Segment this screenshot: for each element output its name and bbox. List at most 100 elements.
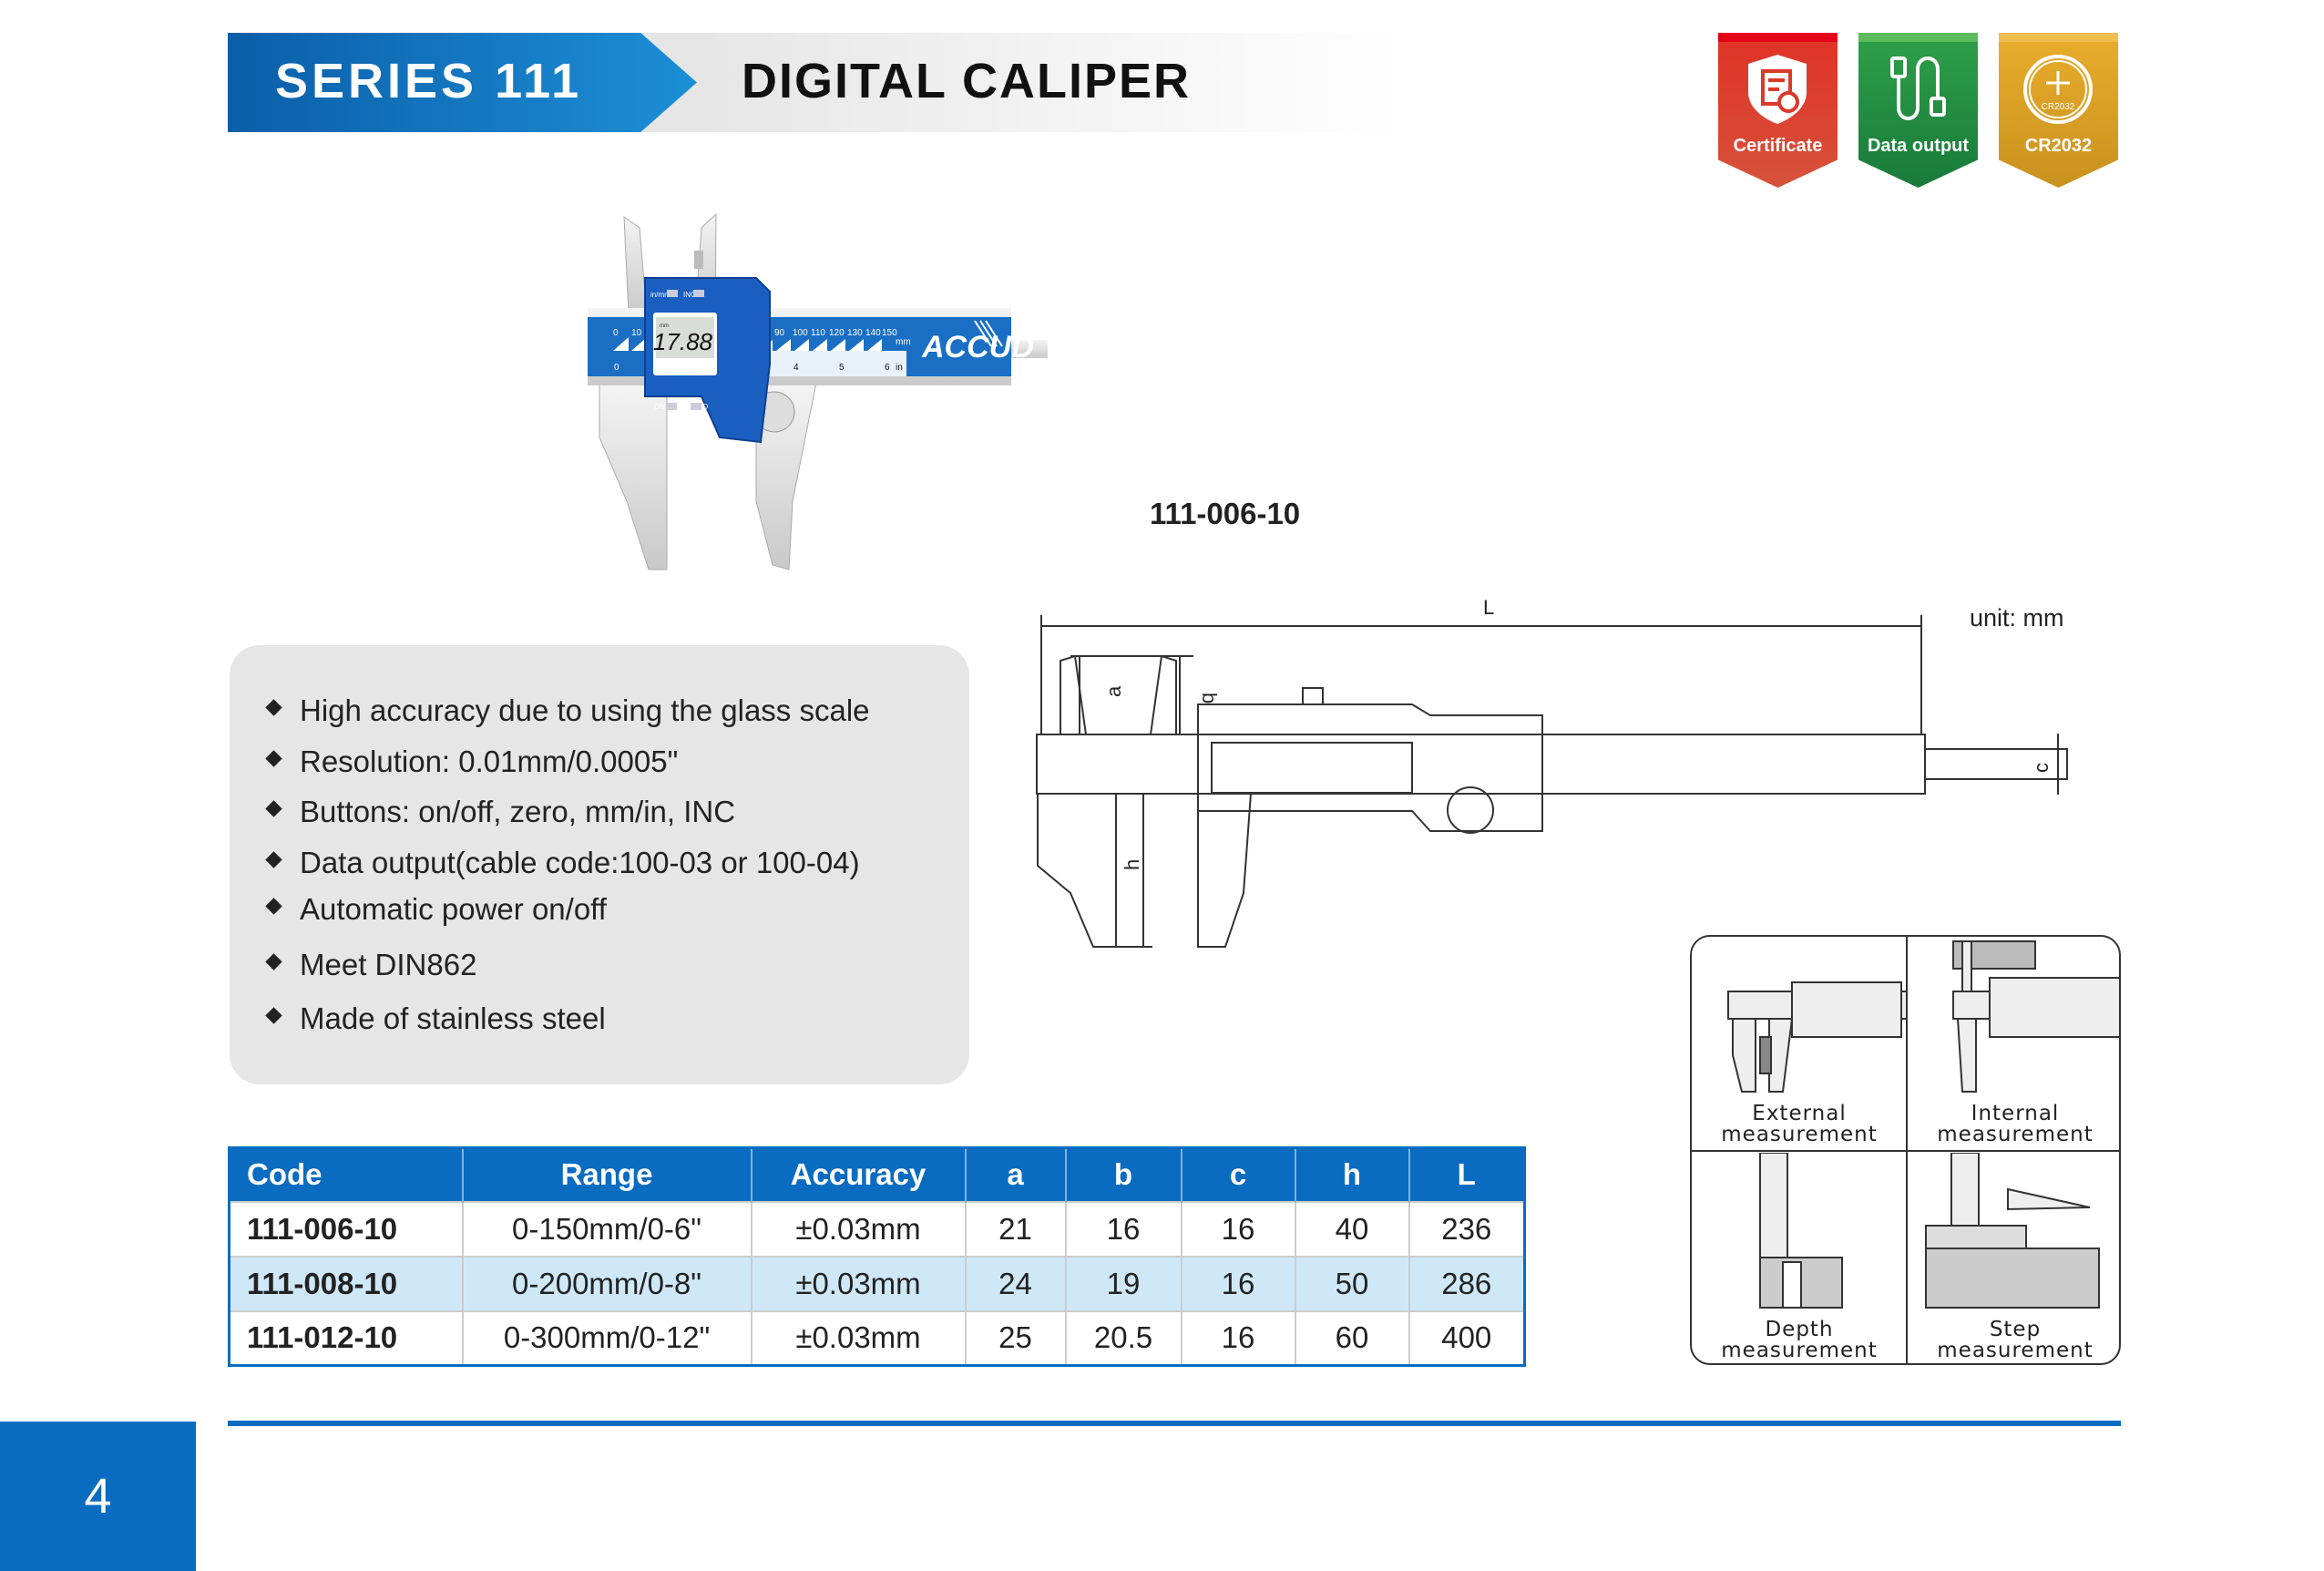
lcd-screen: [656, 317, 714, 358]
column-header: h: [1295, 1147, 1410, 1202]
column-header: c: [1181, 1147, 1296, 1202]
inch-scale-label: 0: [614, 363, 619, 373]
lcd-unit: mm: [660, 323, 669, 329]
badge-cr2032: CR2032 CR2032: [1999, 33, 2118, 188]
bullet-icon: [265, 699, 282, 716]
usb-cable-icon: [1890, 56, 1946, 120]
coin-battery-icon: CR2032: [2023, 55, 2093, 124]
zero-button[interactable]: [691, 403, 701, 410]
beam-outline: [1036, 734, 1926, 795]
table-cell: 16: [1181, 1255, 1296, 1311]
dim-label-c: c: [2030, 763, 2053, 773]
spec-table: Code Range Accuracy a b c h L 111-006-10…: [228, 1146, 1526, 1367]
table-cell: 0-200mm/0-8": [462, 1255, 752, 1311]
inch-scale-label: 6: [885, 363, 890, 373]
feature-item: Buttons: on/off, zero, mm/in, INC: [265, 795, 736, 829]
feature-item: High accuracy due to using the glass sca…: [265, 693, 870, 728]
badge-label: Certificate: [1733, 136, 1823, 156]
series-banner: [228, 33, 697, 132]
table-cell: 0-150mm/0-6": [462, 1200, 752, 1257]
table-cell: ±0.03mm: [751, 1255, 967, 1311]
features-panel: High accuracy due to using the glass sca…: [230, 645, 969, 1084]
table-cell: 16: [1181, 1200, 1296, 1257]
column-header: L: [1408, 1147, 1526, 1202]
feature-item: Resolution: 0.01mm/0.0005": [265, 744, 678, 779]
caption-line: Internal: [1971, 1102, 2060, 1125]
table-cell: 60: [1295, 1309, 1410, 1366]
unit-label: unit: mm: [1970, 604, 2064, 631]
table-cell: 111-012-10: [229, 1309, 464, 1366]
thumb-knob-icon[interactable]: [694, 251, 703, 269]
table-cell: 25: [965, 1309, 1067, 1366]
dim-label-L: L: [1483, 596, 1494, 619]
caption-line: measurement: [1721, 1123, 1878, 1146]
table-cell: 16: [1065, 1200, 1182, 1257]
column-header: Code: [229, 1147, 464, 1202]
bullet-icon: [265, 953, 282, 970]
inch-scale-label: 4: [793, 363, 799, 373]
table-cell: ±0.03mm: [751, 1200, 967, 1257]
column-header: a: [965, 1147, 1067, 1202]
caption-line: measurement: [1937, 1123, 2094, 1146]
badge-certificate: Certificate: [1718, 33, 1838, 188]
column-header: Accuracy: [751, 1147, 967, 1202]
table-cell: 16: [1181, 1309, 1296, 1366]
feature-text: Automatic power on/off: [300, 892, 607, 926]
lcd-reading: 17.88: [653, 328, 713, 355]
inc-button[interactable]: [693, 290, 704, 297]
inmm-button[interactable]: [667, 290, 678, 297]
bullet-icon: [265, 1007, 282, 1024]
dimension-drawing: L a b h c: [1036, 596, 2068, 948]
caption-line: measurement: [1721, 1339, 1878, 1362]
badge-label: Data output: [1867, 136, 1970, 156]
dim-label-a: a: [1102, 685, 1125, 697]
dim-label-b: b: [1198, 693, 1221, 703]
table-cell: ±0.03mm: [751, 1309, 967, 1366]
table-cell: 40: [1295, 1200, 1410, 1257]
table-cell: 24: [965, 1255, 1067, 1311]
caption-line: measurement: [1937, 1339, 2094, 1362]
table-cell: 400: [1408, 1309, 1526, 1366]
inch-scale-label: 5: [839, 363, 845, 373]
battery-label: CR2032: [2042, 102, 2075, 112]
caption-line: External: [1752, 1102, 1847, 1125]
bullet-icon: [265, 800, 282, 817]
page-title: DIGITAL CALIPER: [742, 54, 1192, 108]
feature-item: Data output(cable code:100-03 or 100-04): [265, 846, 860, 880]
feature-item: Automatic power on/off: [265, 892, 607, 927]
onoff-button[interactable]: [666, 403, 677, 410]
internal-measurement-icon: [1952, 940, 2119, 1093]
dim-label-h: h: [1121, 859, 1143, 870]
feature-text: Data output(cable code:100-03 or 100-04): [300, 846, 860, 879]
external-measurement-icon: [1727, 981, 1908, 1093]
mm-scale-label: 100: [793, 328, 808, 338]
feature-text: Meet DIN862: [300, 948, 477, 981]
badge-data-output: Data output: [1858, 33, 1978, 188]
table-cell: 21: [965, 1200, 1067, 1257]
feature-item: Meet DIN862: [265, 948, 477, 982]
mm-scale-label: 120: [829, 328, 845, 338]
table-header-row: Code Range Accuracy a b c h L: [229, 1147, 1526, 1202]
model-number: 111-006-10: [1150, 497, 1301, 530]
caption-line: Step: [1989, 1318, 2042, 1341]
column-header: Range: [462, 1147, 752, 1202]
feature-item: Made of stainless steel: [265, 1001, 606, 1036]
feature-text: High accuracy due to using the glass sca…: [300, 693, 870, 727]
off-button-label: OFF: [678, 403, 692, 411]
brand-logo: ACCUD: [921, 330, 1034, 365]
feature-text: Buttons: on/off, zero, mm/in, INC: [300, 795, 736, 828]
table-cell: 286: [1408, 1255, 1526, 1311]
caption-line: Depth: [1765, 1318, 1834, 1341]
step-measurement-icon: [1925, 1152, 2100, 1309]
bullet-icon: [265, 750, 282, 767]
zero-button-label: O: [702, 403, 708, 411]
table-cell: 236: [1408, 1200, 1526, 1257]
page-number: 4: [0, 1422, 196, 1571]
